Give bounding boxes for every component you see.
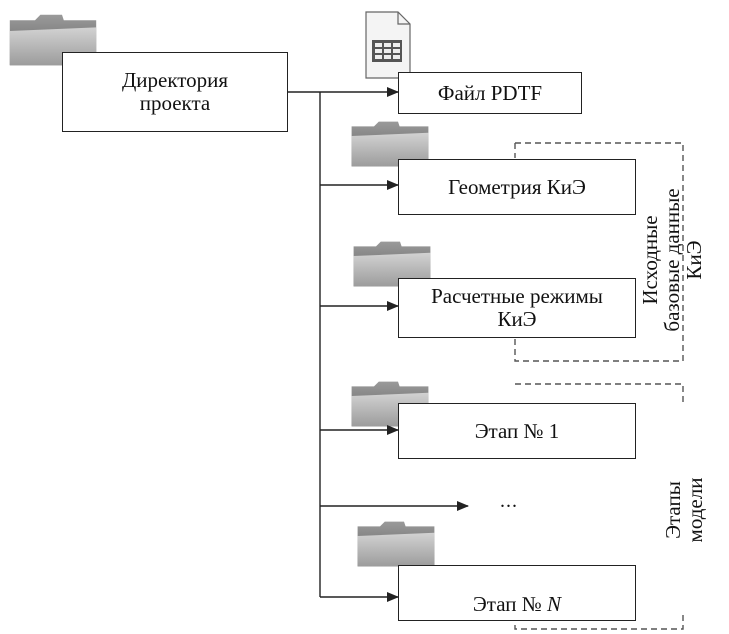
stages-group-label: Этапы модели	[661, 477, 707, 543]
geometry-box[interactable]: Геометрия КиЭ	[398, 159, 636, 215]
calc-modes-label: Расчетные режимы КиЭ	[431, 284, 603, 331]
ellipsis: ...	[500, 490, 518, 512]
source-data-group-label: Исходные базовые данные КиЭ	[638, 188, 706, 332]
stage-n-prefix: Этап №	[472, 592, 548, 616]
project-directory-box[interactable]: Директория проекта	[62, 52, 288, 132]
pdtf-file-label: Файл PDTF	[437, 80, 543, 105]
calc-modes-box[interactable]: Расчетные режимы КиЭ	[398, 278, 636, 338]
geometry-label: Геометрия КиЭ	[448, 174, 586, 199]
source-data-bracket	[514, 142, 684, 362]
group-brackets	[514, 142, 684, 630]
stageN-folder-icon	[357, 521, 435, 567]
stage-n-italic: N	[547, 592, 562, 616]
project-directory-label: Директория проекта	[121, 68, 229, 115]
connectors	[288, 87, 469, 602]
stage-1-label: Этап № 1	[474, 418, 560, 443]
stages-bracket	[515, 383, 684, 406]
stage-n-box[interactable]: Этап № N	[398, 565, 636, 621]
stage-n-label: Этап № N	[473, 570, 561, 616]
document-icon	[365, 11, 411, 79]
stage-1-box[interactable]: Этап № 1	[398, 403, 636, 459]
pdtf-file-box[interactable]: Файл PDTF	[398, 72, 582, 114]
